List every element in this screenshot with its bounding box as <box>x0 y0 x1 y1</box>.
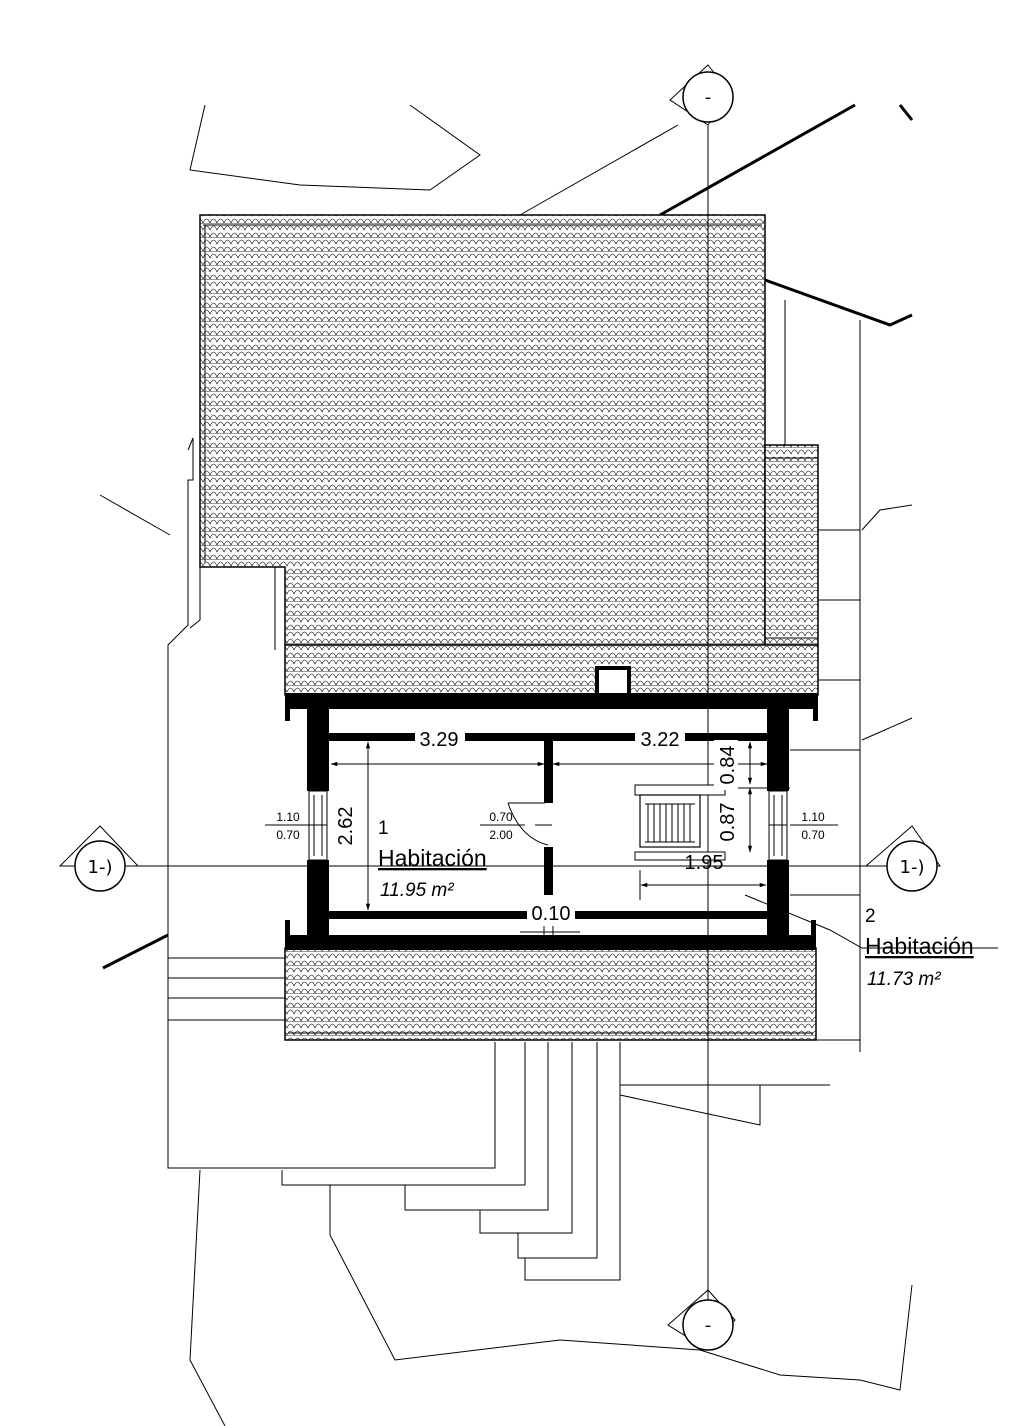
site-contours <box>99 104 913 1426</box>
axis-marker-left <box>58 825 140 892</box>
window-right-width: 1.10 <box>801 810 825 824</box>
door-height: 2.00 <box>489 828 513 842</box>
window-right <box>768 790 788 861</box>
dim-height-stair: 0.87 <box>717 803 739 842</box>
room-1-number: 1 <box>378 818 389 839</box>
dim-height-room1: 2.62 <box>335 807 357 846</box>
axis-marker-right <box>864 825 941 892</box>
site-heavy-lines <box>102 103 914 970</box>
dim-width-left: 3.29 <box>420 729 459 751</box>
room-2-leader <box>744 894 998 949</box>
axis-label-left: 1-) <box>88 857 113 878</box>
axis-label-right: 1-) <box>900 857 925 878</box>
dim-partition: 0.10 <box>532 903 571 925</box>
room-1-area: 11.95 m² <box>380 880 454 901</box>
door-swing <box>507 802 552 846</box>
dimension-lines <box>330 741 790 938</box>
axis-marker-top <box>669 64 734 126</box>
right-boundary <box>784 300 861 1052</box>
window-left-width: 1.10 <box>276 810 300 824</box>
lower-roof <box>284 947 817 1041</box>
axis-label-top: - <box>705 87 712 108</box>
room-1-name: Habitación <box>378 845 487 871</box>
axis-marker-bottom <box>667 1289 736 1351</box>
entrance-steps <box>281 1042 621 1281</box>
dim-height-upper-right: 0.84 <box>717 746 739 785</box>
room-2-number: 2 <box>865 906 876 927</box>
door-width: 0.70 <box>489 810 513 824</box>
axis-lines <box>135 125 885 1300</box>
stair <box>634 784 726 861</box>
dim-stair-width: 1.95 <box>685 852 724 874</box>
axis-label-bottom: - <box>705 1315 712 1336</box>
room-2-area: 11.73 m² <box>867 969 941 990</box>
window-left-height: 0.70 <box>276 828 300 842</box>
room-2-name: Habitación <box>865 933 974 959</box>
dim-width-right: 3.22 <box>641 729 680 751</box>
window-right-height: 0.70 <box>801 828 825 842</box>
window-left <box>308 790 328 861</box>
main-roof <box>199 214 819 696</box>
